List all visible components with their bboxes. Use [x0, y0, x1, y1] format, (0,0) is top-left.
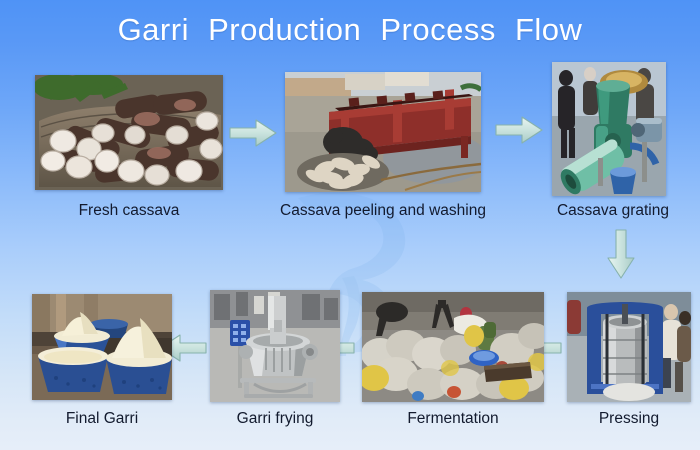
photo-fresh-cassava	[35, 75, 223, 190]
slide-title: Garri Production Process Flow	[117, 12, 583, 47]
photo-final-garri	[32, 294, 172, 400]
caption-final-garri: Final Garri	[65, 410, 139, 427]
photo-fermentation	[362, 292, 544, 402]
caption-peeling-washing: Cassava peeling and washing	[280, 202, 486, 219]
arrow-right-1	[228, 118, 278, 148]
photo-frying	[210, 290, 340, 402]
caption-frying: Garri frying	[236, 410, 314, 427]
caption-pressing: Pressing	[598, 410, 660, 427]
photo-grating	[552, 62, 666, 196]
caption-fresh-cassava: Fresh cassava	[78, 202, 180, 219]
photo-peeling-washing	[285, 72, 481, 192]
caption-fermentation: Fermentation	[407, 410, 499, 427]
arrow-down-3	[606, 228, 636, 280]
photo-pressing	[567, 292, 691, 402]
arrow-right-2	[494, 115, 544, 145]
caption-grating: Cassava grating	[556, 202, 669, 219]
